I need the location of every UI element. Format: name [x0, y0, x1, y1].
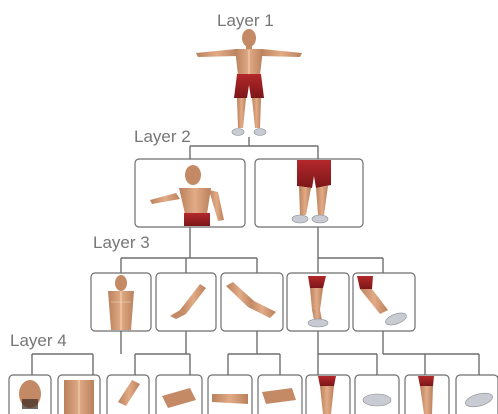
edge-torso-children	[32, 331, 121, 375]
node-chest	[58, 375, 100, 414]
node-full-body	[196, 29, 302, 136]
node-left-leg	[353, 273, 415, 331]
node-upper-body	[135, 159, 245, 227]
left-arm-shape	[196, 49, 238, 57]
node-hand-left	[258, 375, 302, 414]
right-arm-shape	[260, 49, 302, 57]
node-left-arm	[221, 273, 283, 331]
edge-left-arm-children	[228, 331, 280, 375]
right-arm-box	[156, 273, 216, 331]
node-thigh-right	[306, 375, 350, 414]
node-thigh-left	[405, 375, 449, 414]
shorts-shape	[234, 74, 264, 98]
node-forearm	[208, 375, 252, 414]
edge-upper-body-children	[121, 227, 257, 274]
node-upper-arm	[107, 375, 149, 414]
head-shape	[242, 29, 256, 47]
node-head	[9, 375, 51, 414]
edge-right-leg-children	[318, 331, 377, 375]
node-right-arm	[156, 273, 216, 331]
node-lower-body	[255, 159, 363, 227]
edge-l1-l2	[190, 137, 318, 160]
layer-4-nodes	[9, 375, 498, 414]
node-right-leg	[287, 273, 349, 331]
node-foot-left	[456, 375, 498, 414]
node-torso	[91, 273, 151, 331]
node-hand-right	[156, 375, 202, 414]
edge-lower-body-children	[318, 227, 383, 274]
edge-right-arm-children	[135, 331, 190, 375]
edge-left-leg-children	[383, 331, 479, 375]
node-foot-right	[355, 375, 399, 414]
